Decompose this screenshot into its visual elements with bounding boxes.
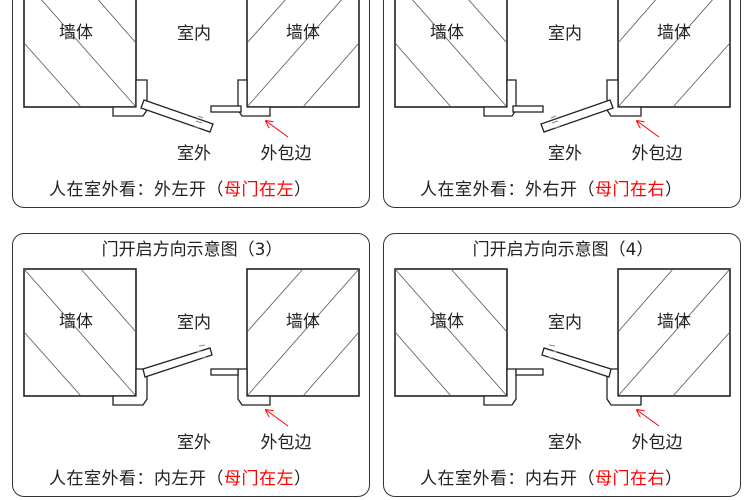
wall-label-right: 墙体 — [286, 23, 320, 43]
diagram-panel-3: 门开启方向示意图（3） 墙体 墙体 室内 室外 外包边 人在室外看：内左开（母门… — [12, 233, 370, 497]
caption-highlight: 母门在左 — [224, 469, 294, 489]
door-handle-icon — [196, 344, 207, 359]
wall-label-right: 墙体 — [657, 312, 691, 332]
door-stub — [512, 105, 544, 113]
door-handle-icon — [547, 344, 558, 359]
trim-arrow-icon — [266, 121, 289, 138]
panel-caption: 人在室外看：内右开（母门在右） — [420, 468, 683, 490]
caption-prefix: 人在室外看：内左开（ — [49, 469, 224, 489]
trim-label: 外包边 — [631, 433, 683, 453]
caption-suffix: ） — [294, 469, 312, 489]
outdoor-label: 室外 — [177, 433, 211, 453]
trim-arrow-icon — [637, 121, 660, 138]
wall-right — [246, 0, 360, 108]
caption-suffix: ） — [665, 469, 683, 489]
wall-left — [617, 0, 731, 108]
door-handle-icon — [193, 115, 204, 129]
caption-suffix: ） — [294, 180, 312, 200]
door-stub — [210, 368, 239, 376]
indoor-label: 室内 — [177, 313, 211, 333]
trim-label: 外包边 — [260, 144, 312, 164]
door-leaf — [140, 99, 214, 133]
wall-label-left: 墙体 — [430, 312, 464, 332]
door-plan-drawing — [394, 0, 731, 138]
door-leaf — [541, 347, 612, 378]
diagram-panel-4: 门开启方向示意图（4） 墙体 墙体 室内 室外 外包边 人在室外看：内右开（母门… — [383, 233, 741, 497]
indoor-label: 室内 — [548, 313, 582, 333]
panel-caption: 人在室外看：外左开（母门在左） — [49, 179, 312, 201]
diagram-panel-2: 墙体 墙体 室内 室外 外包边 人在室外看：外右开（母门在右） — [383, 0, 741, 208]
door-leaf — [142, 347, 213, 378]
door-plan-drawing — [23, 0, 360, 138]
door-leaf — [540, 99, 614, 133]
frame-bracket-right — [237, 79, 271, 117]
door-stub — [210, 105, 242, 113]
trim-arrow-icon — [266, 410, 289, 427]
indoor-label: 室内 — [548, 24, 582, 44]
frame-bracket-left — [112, 79, 148, 117]
diagram-panel-1: 墙体 墙体 室内 室外 外包边 人在室外看：外左开（母门在左） — [12, 0, 370, 208]
wall-label-left: 墙体 — [59, 312, 93, 332]
outdoor-label: 室外 — [548, 433, 582, 453]
trim-label: 外包边 — [260, 433, 312, 453]
frame-bracket-right — [483, 79, 517, 117]
wall-label-left: 墙体 — [59, 23, 93, 43]
door-plan-drawing — [394, 268, 731, 427]
wall-label-right: 墙体 — [286, 312, 320, 332]
outdoor-label: 室外 — [548, 144, 582, 164]
frame-bracket-left — [606, 79, 642, 117]
door-stub — [515, 368, 544, 376]
caption-highlight: 母门在右 — [595, 180, 665, 200]
wall-right — [394, 0, 508, 108]
wall-label-right: 墙体 — [657, 23, 691, 43]
panel-title: 门开启方向示意图（4） — [472, 240, 654, 260]
caption-prefix: 人在室外看：内右开（ — [420, 469, 595, 489]
wall-left — [23, 0, 137, 108]
caption-prefix: 人在室外看：外右开（ — [420, 180, 595, 200]
outdoor-label: 室外 — [177, 144, 211, 164]
caption-highlight: 母门在右 — [595, 469, 665, 489]
trim-label: 外包边 — [631, 144, 683, 164]
caption-suffix: ） — [665, 180, 683, 200]
wall-label-left: 墙体 — [430, 23, 464, 43]
panel-caption: 人在室外看：内左开（母门在左） — [49, 468, 312, 490]
caption-highlight: 母门在左 — [224, 180, 294, 200]
trim-arrow-icon — [637, 410, 660, 427]
door-plan-drawing — [23, 268, 360, 427]
indoor-label: 室内 — [177, 24, 211, 44]
caption-prefix: 人在室外看：外左开（ — [49, 180, 224, 200]
panel-title: 门开启方向示意图（3） — [101, 240, 283, 260]
panel-caption: 人在室外看：外右开（母门在右） — [420, 179, 683, 201]
door-handle-icon — [550, 115, 561, 129]
